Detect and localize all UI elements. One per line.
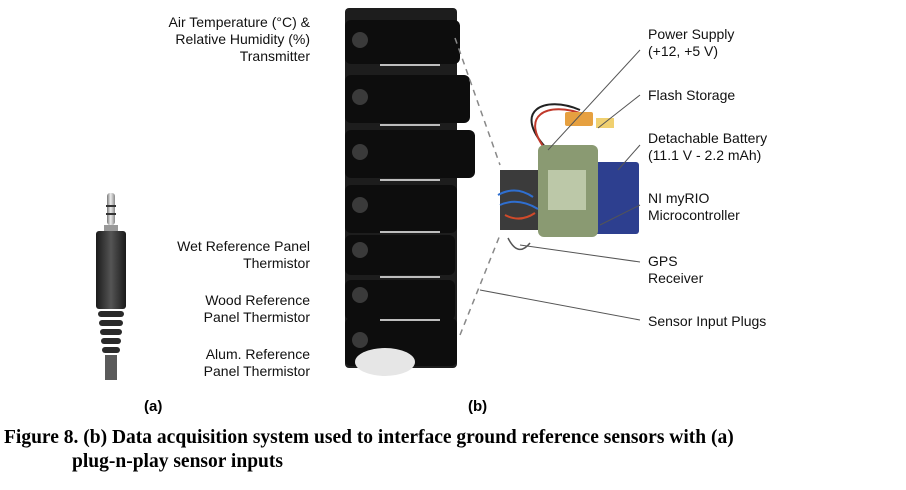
caption-line-1: Figure 8. (b) Data acquisition system us… — [4, 427, 734, 448]
label-power-supply: Power Supply (+12, +5 V) — [648, 26, 735, 59]
daq-device-photo — [497, 103, 639, 251]
label-alum-panel-thermistor: Alum. Reference Panel Thermistor — [203, 346, 310, 379]
label-gps-receiver: GPS Receiver — [648, 253, 704, 286]
label-sensor-input-plugs: Sensor Input Plugs — [648, 313, 767, 329]
label-wood-panel-thermistor: Wood Reference Panel Thermistor — [203, 292, 310, 325]
subfigure-label-b: (b) — [468, 398, 488, 415]
figure-caption: Figure 8. (b) Data acquisition system us… — [4, 426, 904, 474]
subfigure-label-a: (a) — [144, 398, 163, 415]
leader-lines — [479, 49, 641, 321]
label-flash-storage: Flash Storage — [648, 87, 736, 103]
sensor-column-photo — [345, 8, 475, 376]
plug-photo — [96, 193, 126, 380]
label-wet-panel-thermistor: Wet Reference Panel Thermistor — [177, 238, 310, 271]
dashed-callouts — [454, 37, 501, 336]
label-myrio-microcontroller: NI myRIO Microcontroller — [648, 190, 740, 223]
label-air-temp-transmitter: Air Temperature (°C) & Relative Humidity… — [168, 14, 311, 64]
caption-line-2: plug-n-play sensor inputs — [72, 451, 283, 472]
label-detachable-battery: Detachable Battery (11.1 V - 2.2 mAh) — [648, 130, 768, 163]
